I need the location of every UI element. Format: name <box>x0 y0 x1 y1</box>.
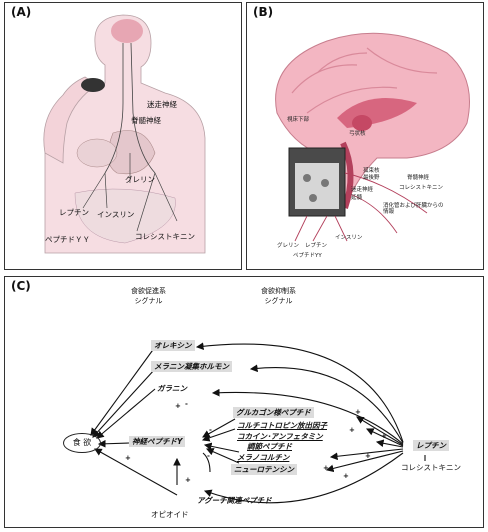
node-glp1: グルカゴン様ペプチド <box>233 407 314 418</box>
sign-plus: + <box>175 402 181 410</box>
label-vagus-nerve: 迷走神経 <box>147 100 177 109</box>
panel-b-label: (B) <box>253 5 274 19</box>
label-ghrelin-b: グレリン <box>277 243 300 249</box>
label-hypothalamus: 視床下部 <box>287 117 310 123</box>
node-neurotensin: ニューロテンシン <box>231 464 297 475</box>
panel-c-label: (C) <box>11 279 31 293</box>
node-orexin: オレキシン <box>151 340 195 351</box>
sign-plus: + <box>125 454 131 462</box>
node-galanin: ガラニン <box>157 384 187 393</box>
node-cck: コレシストキニン <box>401 463 461 472</box>
label-gut-info: 消化管および肝臓からの情報 <box>383 203 444 216</box>
label-spinal-nerve: 脊髄神経 <box>131 116 161 125</box>
sign-plus: + <box>365 452 371 460</box>
panel-c-appetite-network: (C) <box>4 276 484 528</box>
label-insulin-b: インスリン <box>335 235 363 241</box>
label-insulin: インスリン <box>97 210 135 219</box>
node-leptin: レプチン <box>413 440 449 451</box>
sign-plus: + <box>323 464 329 472</box>
label-cck: コレシストキニン <box>135 232 195 241</box>
node-crf: コルチコトロピン放出因子 <box>237 421 327 430</box>
sign-minus: - <box>185 400 188 408</box>
node-msh: メラノコルチン <box>237 453 290 462</box>
label-arcuate: 弓状核 <box>349 131 366 137</box>
sign-minus: - <box>207 452 210 460</box>
sign-plus: + <box>381 432 387 440</box>
panel-b-brain-signals: (B) 視床下部 弓状核 孤束核 最後野 迷走神経 延髄 脊髄神経 コレシストキ… <box>246 2 484 270</box>
sign-plus: + <box>355 408 361 416</box>
label-ghrelin: グレリン <box>125 175 155 184</box>
node-cart: コカイン･アンフェタミン <box>237 432 323 441</box>
sign-plus: + <box>349 426 355 434</box>
label-area-postrema: 最後野 <box>363 175 380 181</box>
sign-plus: + <box>185 476 191 484</box>
signal-arrows <box>90 342 426 504</box>
sign-minus: - <box>209 426 212 434</box>
label-pyy: ペプチドＹＹ <box>45 235 90 244</box>
panel-a-body-signals: (A) 迷走神経 脊髄神経 グレリン レプチン インスリン ペプチドＹＹ コレシ… <box>4 2 242 270</box>
header-appetite-suppressing: 食欲抑制系シグナル <box>261 287 296 305</box>
sign-plus: + <box>343 472 349 480</box>
appetite-node: 食 欲 <box>63 433 101 453</box>
label-spinal-nerve-b: 脊髄神経 <box>407 175 430 181</box>
label-medulla: 延髄 <box>351 195 363 201</box>
node-agrp: アグーチ関連ペプチド <box>197 496 272 505</box>
label-pyy-b: ペプチドYY <box>293 253 322 259</box>
panel-a-label: (A) <box>11 5 32 19</box>
body-illustration <box>43 14 206 254</box>
label-leptin-b: レプチン <box>305 243 328 249</box>
header-appetite-promoting: 食欲促進系シグナル <box>131 287 166 305</box>
node-opioid: オピオイド <box>151 510 189 519</box>
label-leptin: レプチン <box>59 208 89 217</box>
label-cck-b: コレシストキニン <box>399 185 444 191</box>
label-nts: 孤束核 <box>363 168 380 174</box>
node-npy: 神経ペプチドY <box>129 436 186 447</box>
brain-illustration <box>275 32 470 242</box>
label-vagus-nerve-b: 迷走神経 <box>351 187 374 193</box>
node-mch: メラニン凝集ホルモン <box>151 361 232 372</box>
node-cart-2: 調節ペプチド <box>247 442 292 451</box>
